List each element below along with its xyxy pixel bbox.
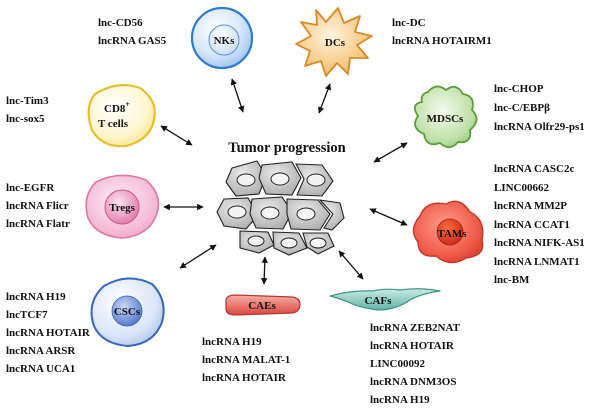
csc-cell-name: CSCs — [114, 306, 141, 318]
csc-cell: CSCs — [90, 277, 165, 348]
cae-cell: CAEs — [225, 294, 301, 316]
csc-markers: lncRNA H19 lncTCF7 lncRNA HOTAIR lncRNA … — [6, 291, 91, 375]
cd8-marker: lnc-sox5 — [6, 113, 45, 125]
arrow-csc — [179, 244, 217, 269]
tam-marker: lncRNA MM2P — [494, 200, 567, 212]
caf-markers: lncRNA ZEB2NAT lncRNA HOTAIR LINC00092 l… — [370, 322, 461, 406]
tam-marker: LINC00662 — [494, 182, 550, 194]
arrow-tam — [369, 208, 408, 226]
caf-cell-name: CAFs — [365, 295, 393, 307]
dc-cell: DCs — [295, 7, 373, 77]
tam-marker: lnc-BM — [494, 274, 530, 286]
cd8-marker: lnc-Tim3 — [6, 95, 49, 107]
cd8-t-cell: CD8+ T cells — [87, 83, 156, 148]
csc-marker: lncRNA UCA1 — [6, 363, 75, 375]
cae-markers: lncRNA H19 lncRNA MALAT-1 lncRNA HOTAIR — [202, 336, 290, 384]
cae-cell-name: CAEs — [248, 300, 276, 312]
tumor-cell-nuclei — [227, 172, 327, 249]
cae-marker: lncRNA MALAT-1 — [202, 354, 290, 366]
nk-marker: lnc-CD56 — [98, 17, 143, 29]
treg-marker: lncRNA Flicr — [6, 200, 69, 212]
dc-cell-name: DCs — [325, 37, 346, 49]
arrow-dc — [318, 83, 331, 114]
csc-marker: lncRNA H19 — [6, 291, 66, 303]
caf-marker: lncRNA H19 — [370, 394, 430, 406]
arrow-caf — [338, 250, 364, 280]
nk-marker: lncRNA GAS5 — [98, 35, 167, 47]
arrow-nk — [230, 78, 245, 113]
nk-markers: lnc-CD56 lncRNA GAS5 — [98, 17, 167, 47]
caf-marker: lncRNA ZEB2NAT — [370, 322, 461, 334]
cae-marker: lncRNA HOTAIR — [202, 372, 287, 384]
tam-cell-name: TAMs — [437, 228, 467, 240]
interaction-arrows — [160, 78, 408, 285]
caf-cell: CAFs — [329, 288, 441, 311]
cd8-markers: lnc-Tim3 lnc-sox5 — [6, 95, 49, 125]
mdsc-marker: lnc-CHOP — [494, 83, 544, 95]
cd8-cell-name: CD8+ — [104, 100, 130, 115]
caf-marker: lncRNA HOTAIR — [370, 340, 455, 352]
arrow-cd8 — [160, 125, 193, 146]
cd8-cell-name-line2: T cells — [98, 118, 129, 130]
tam-markers: lncRNA CASC2c LINC00662 lncRNA MM2P lncR… — [494, 163, 585, 286]
mdsc-markers: lnc-CHOP lnc-C/EBPβ lncRNA Olfr29-ps1 — [494, 83, 585, 133]
mdsc-cell-name: MDSCs — [427, 113, 464, 125]
tam-marker: lncRNA LNMAT1 — [494, 256, 580, 268]
cae-marker: lncRNA H19 — [202, 336, 262, 348]
caf-marker: lncRNA DNM3OS — [370, 376, 456, 388]
mdsc-marker: lncRNA Olfr29-ps1 — [494, 121, 585, 133]
arrow-mdsc — [373, 142, 408, 163]
caf-marker: LINC00092 — [370, 358, 426, 370]
csc-marker: lncTCF7 — [6, 309, 48, 321]
dc-markers: lnc-DC lncRNA HOTAIRM1 — [392, 17, 492, 47]
mdsc-cell: MDSCs — [413, 85, 478, 149]
mdsc-marker: lnc-C/EBPβ — [494, 102, 550, 114]
tam-marker: lncRNA NIFK-AS1 — [494, 237, 585, 249]
treg-marker: lnc-EGFR — [6, 182, 55, 194]
dc-marker: lncRNA HOTAIRM1 — [392, 35, 492, 47]
treg-marker: lncRNA Flatr — [6, 218, 70, 230]
center-title: Tumor progression — [228, 140, 346, 156]
dc-marker: lnc-DC — [392, 17, 426, 29]
tam-cell: TAMs — [412, 200, 484, 264]
arrow-cae — [260, 256, 269, 285]
nk-cell: NKs — [190, 6, 254, 70]
tam-marker: lncRNA CCAT1 — [494, 219, 570, 231]
nk-cell-name: NKs — [214, 35, 236, 47]
treg-markers: lnc-EGFR lncRNA Flicr lncRNA Flatr — [6, 182, 70, 230]
treg-cell-name: Tregs — [109, 202, 136, 214]
tam-marker: lncRNA CASC2c — [494, 163, 574, 175]
treg-cell: Tregs — [85, 174, 160, 239]
csc-marker: lncRNA ARSR — [6, 345, 76, 357]
csc-marker: lncRNA HOTAIR — [6, 327, 91, 339]
